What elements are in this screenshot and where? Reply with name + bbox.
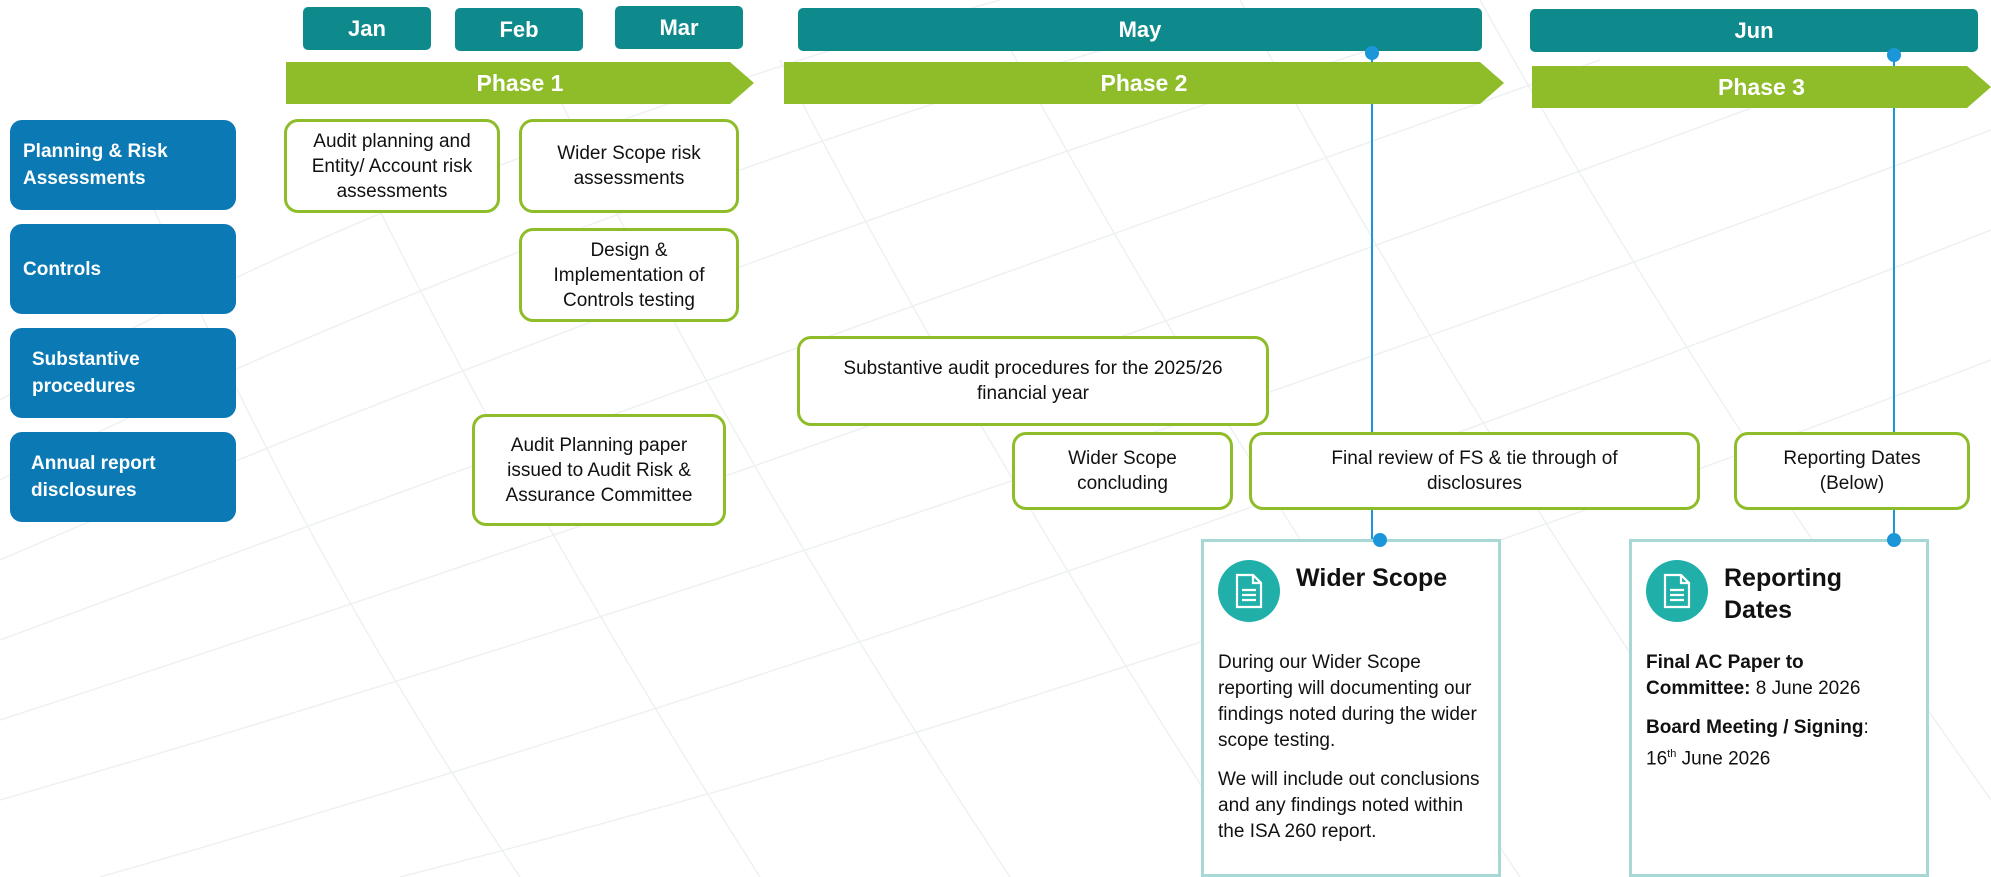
reporting-card-header: Reporting Dates	[1646, 560, 1912, 626]
wider-scope-card: Wider Scope During our Wider Scope repor…	[1201, 539, 1501, 877]
wider-scope-paragraph-1: During our Wider Scope reporting will do…	[1218, 652, 1477, 751]
document-icon	[1218, 560, 1280, 622]
reporting-item-2-suffix: th	[1667, 748, 1677, 760]
task-reporting-dates: Reporting Dates (Below)	[1734, 432, 1970, 510]
connector-may-bottom-dot	[1373, 533, 1387, 547]
reporting-item-2-colon: :	[1863, 717, 1869, 738]
document-icon	[1646, 560, 1708, 622]
connector-jun-bottom-dot	[1887, 533, 1901, 547]
wider-scope-card-header: Wider Scope	[1218, 560, 1484, 622]
phase-2-arrow: Phase 2	[784, 62, 1504, 104]
category-planning-risk: Planning & Risk Assessments	[10, 120, 236, 210]
task-design-implementation: Design & Implementation of Controls test…	[519, 228, 739, 322]
task-audit-planning-paper: Audit Planning paper issued to Audit Ris…	[472, 414, 726, 526]
phase-1-arrow: Phase 1	[286, 62, 754, 104]
task-final-review: Final review of FS & tie through of disc…	[1249, 432, 1700, 510]
task-audit-planning: Audit planning and Entity/ Account risk …	[284, 119, 500, 213]
wider-scope-card-title: Wider Scope	[1296, 564, 1448, 592]
month-jan: Jan	[303, 7, 431, 50]
reporting-card-body: Final AC Paper to Committee: 8 June 2026…	[1646, 650, 1912, 772]
reporting-item-2-rest: June 2026	[1676, 748, 1771, 770]
connector-may-top-dot	[1365, 46, 1379, 60]
reporting-dates-card: Reporting Dates Final AC Paper to Commit…	[1629, 539, 1929, 877]
category-controls: Controls	[10, 224, 236, 314]
task-wider-scope-concluding: Wider Scope concluding	[1012, 432, 1233, 510]
month-jun: Jun	[1530, 9, 1978, 52]
wider-scope-card-body: During our Wider Scope reporting will do…	[1218, 650, 1484, 845]
reporting-item-2-day: 16	[1646, 748, 1668, 770]
reporting-card-title: Reporting Dates	[1724, 564, 1843, 624]
reporting-item-2-label: Board Meeting / Signing	[1646, 717, 1864, 738]
phase-3-arrow: Phase 3	[1532, 66, 1991, 108]
reporting-item-board-meeting: Board Meeting / Signing: 16th June 2026	[1646, 715, 1912, 772]
reporting-item-1-label: Final AC Paper to Committee:	[1646, 652, 1804, 699]
connector-jun-top-dot	[1887, 48, 1901, 62]
reporting-item-final-ac-paper: Final AC Paper to Committee: 8 June 2026	[1646, 650, 1912, 702]
month-mar: Mar	[615, 6, 743, 49]
wider-scope-paragraph-2: We will include out conclusions and any …	[1218, 769, 1480, 842]
month-may: May	[798, 8, 1482, 51]
month-feb: Feb	[455, 8, 583, 51]
category-annual-report: Annual report disclosures	[10, 432, 236, 522]
task-wider-scope-risk: Wider Scope risk assessments	[519, 119, 739, 213]
category-substantive: Substantive procedures	[10, 328, 236, 418]
reporting-item-1-value: 8 June 2026	[1750, 678, 1861, 699]
task-substantive-procedures: Substantive audit procedures for the 202…	[797, 336, 1269, 426]
connector-may-line	[1371, 51, 1373, 543]
connector-jun-line	[1893, 53, 1895, 541]
